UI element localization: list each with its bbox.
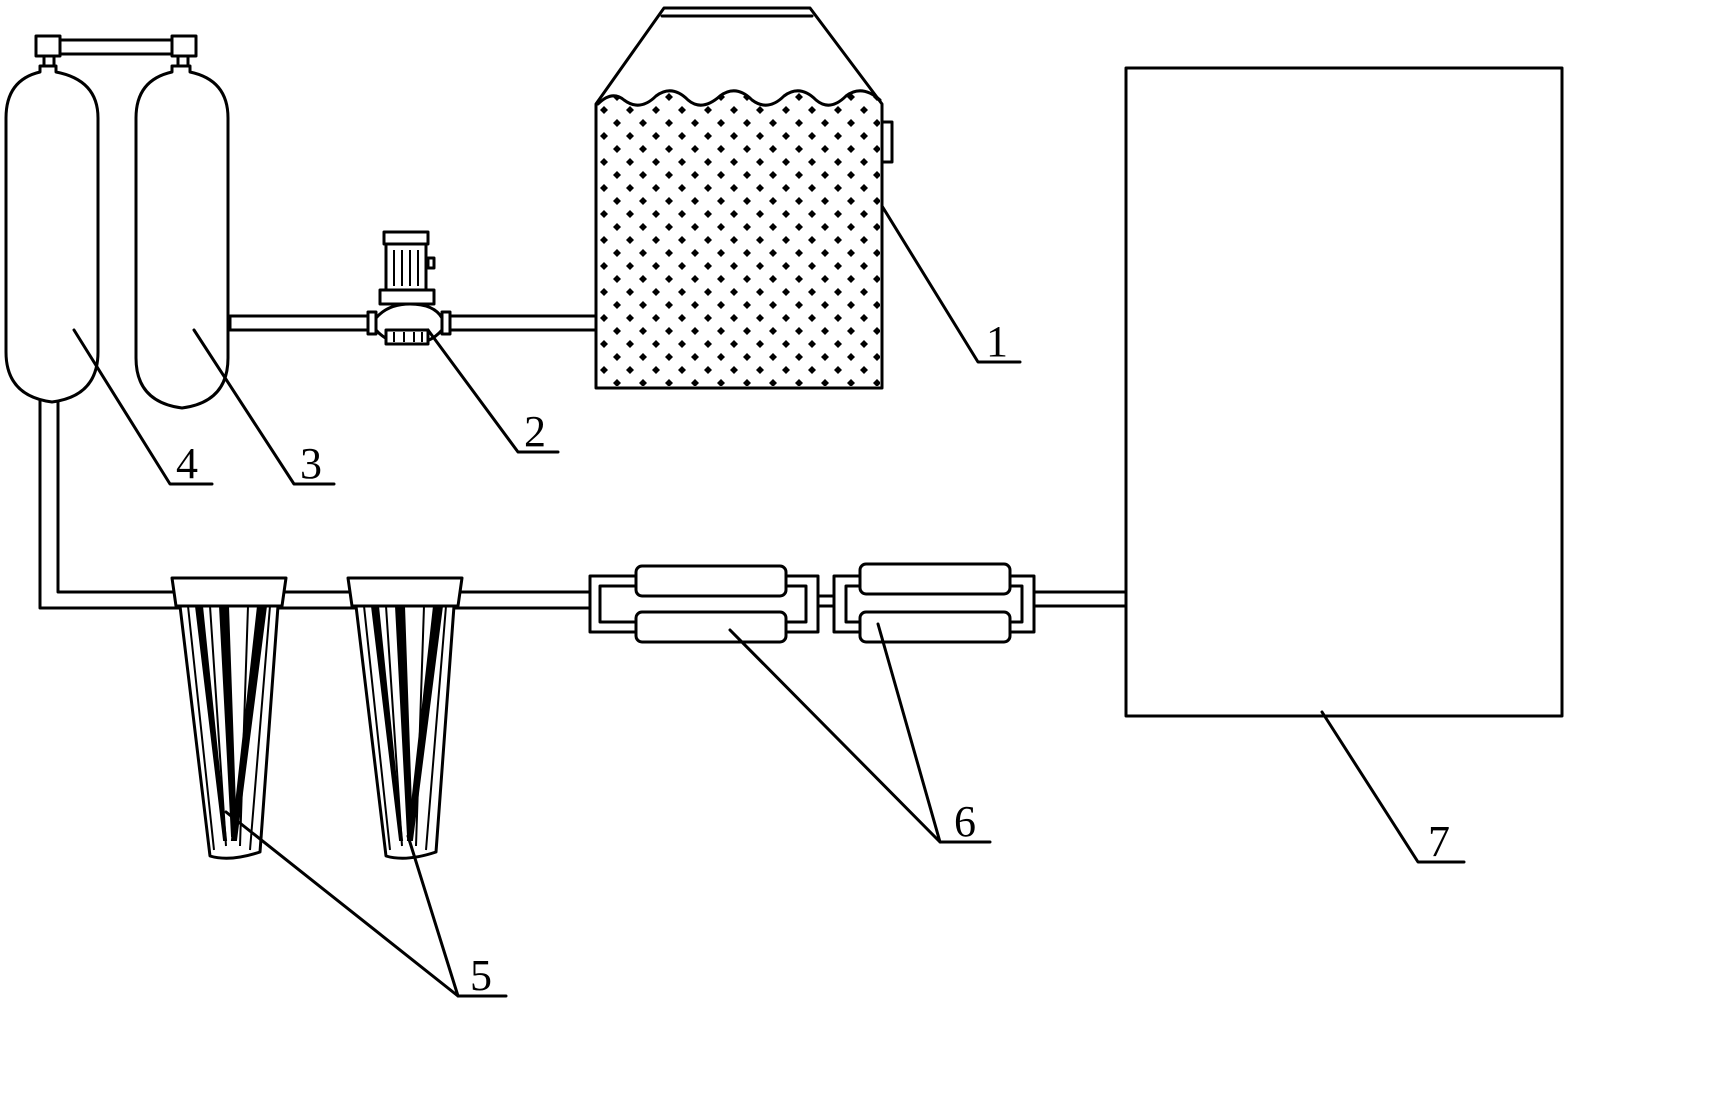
- tank-4: [4, 64, 100, 404]
- part-label-3: 3: [300, 439, 322, 488]
- cartridge-filter-b: [346, 576, 464, 860]
- tank-3: [134, 64, 230, 410]
- pipe-pump-to-container: [446, 314, 598, 332]
- diagram-canvas: 1 2 3 4 5 6 7: [4, 6, 1564, 1000]
- water-treatment-system-diagram: 1 2 3 4 5 6 7: [4, 6, 1564, 1000]
- twin-tank-manifold: [34, 34, 198, 68]
- part-label-2: 2: [524, 407, 546, 456]
- part-label-6: 6: [954, 797, 976, 846]
- pump-2: [366, 230, 452, 346]
- part-label-7: 7: [1428, 817, 1450, 866]
- membrane-module-a: [588, 564, 820, 644]
- cartridge-filter-a: [170, 576, 288, 860]
- pipe-tank-to-pump: [228, 314, 374, 332]
- leader-lines: [72, 204, 1466, 998]
- part-label-5: 5: [470, 951, 492, 1000]
- raw-water-container-1: [594, 6, 894, 390]
- pipe-membranes-to-tank: [1032, 590, 1128, 608]
- part-label-1: 1: [986, 317, 1008, 366]
- pipe-tank-to-filters: [38, 394, 592, 610]
- product-water-tank-7: [1124, 66, 1564, 718]
- part-label-4: 4: [176, 439, 198, 488]
- membrane-module-b: [816, 562, 1036, 644]
